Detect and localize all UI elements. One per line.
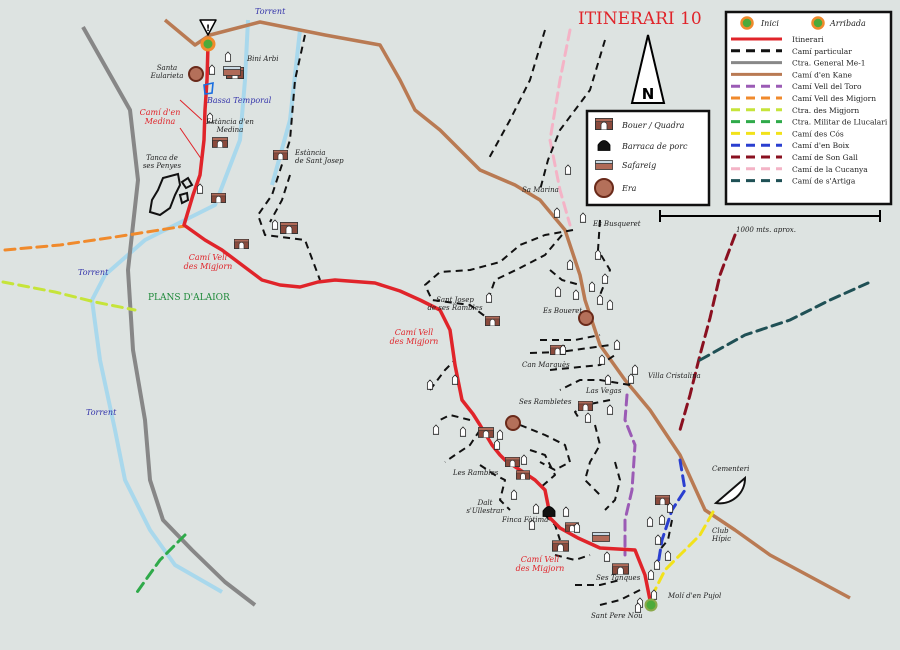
label-torrent-top: Torrent — [255, 7, 286, 16]
map-title: ITINERARI 10 — [578, 9, 702, 29]
warning-icon: ! — [199, 19, 217, 36]
legend-inici: Inici — [760, 19, 779, 28]
safareigs — [223, 66, 610, 542]
legend-route-3: Camí d'en Kane — [792, 70, 853, 79]
legend-symbol-0: Bouer / Quadra — [621, 121, 685, 130]
road-ctra-migjorn — [1, 280, 137, 312]
legend-route-5: Camí Vell des Migjorn — [792, 94, 876, 103]
road-artiga — [698, 281, 870, 362]
legend-route-7: Ctra. Militar de Llucalari — [792, 118, 888, 127]
label-es-busqueret: Es Busqueret — [592, 220, 641, 228]
north-label: N — [642, 85, 655, 103]
north-arrow: N — [630, 34, 666, 104]
cami-den-kane — [163, 18, 851, 600]
label-bassa-temporal: Bassa Temporal — [206, 96, 272, 105]
era-icon — [594, 178, 614, 198]
label-torrent-bottom: Torrent — [86, 408, 117, 417]
label-ses-ramblettes: Ses Rambletes — [519, 398, 572, 406]
barraques — [542, 506, 556, 517]
road-ctra-militar — [133, 533, 187, 597]
road-cos — [653, 510, 715, 592]
svg-text:!: ! — [206, 24, 210, 34]
legend-symbol-3: Era — [621, 184, 637, 193]
label-sant-pere-nou: Sant Pere Nou — [591, 612, 643, 620]
leader-lines — [179, 99, 203, 161]
legend-route-9: Camí d'en Boix — [792, 141, 850, 150]
legend-arribada: Arribada — [829, 19, 866, 28]
label-les-rambles: Les Rambles — [452, 469, 499, 477]
legend-route-1: Camí particular — [792, 47, 852, 56]
ctra-general-me1 — [81, 26, 257, 607]
symbol-legend: Bouer / Quadra Barraca de porc Safareig … — [585, 109, 711, 207]
arribada-icon — [811, 16, 825, 30]
eres — [188, 66, 594, 431]
legend-route-8: Camí des Cós — [792, 129, 844, 138]
label-es-boueret: Es Boueret — [542, 307, 582, 315]
bassa-temporal — [203, 81, 214, 95]
label-moli-pujol: Molí d'en Pujol — [667, 592, 721, 600]
label-villa-cristalina: Villa Cristalina — [648, 372, 701, 380]
legend-route-10: Camí de Son Gall — [792, 153, 858, 162]
legend-route-0: Itinerari — [792, 35, 824, 44]
tanca-ses-penyes — [148, 172, 194, 217]
safareig-icon — [595, 160, 613, 170]
cementeri-symbol — [713, 475, 747, 505]
road-son-gall — [678, 233, 737, 432]
start-marker — [200, 36, 216, 52]
scale-bar: 1000 mts. aprox. — [659, 210, 881, 234]
legend-route-2: Ctra. General Me-1 — [792, 59, 866, 68]
scale-label: 1000 mts. aprox. — [736, 226, 796, 234]
end-marker — [644, 598, 658, 612]
label-ses-tanques: Ses Tanques — [596, 574, 641, 582]
legend-route-11: Camí de la Cucanya — [792, 165, 868, 174]
road-vell-migjorn-orange — [3, 224, 187, 252]
label-plans-alaior: PLANS D'ALAIOR — [148, 293, 230, 303]
bouer-icon — [595, 118, 613, 130]
road-vell-toro — [623, 393, 637, 557]
inici-icon — [740, 16, 754, 30]
label-cementeri: Cementeri — [712, 465, 749, 473]
road-cucanya — [548, 28, 572, 227]
colored-roads — [1, 28, 870, 597]
label-torrent-left: Torrent — [78, 268, 109, 277]
legend-route-6: Ctra. des Migjorn — [792, 106, 859, 115]
legend-symbol-2: Safareig — [622, 161, 656, 170]
legend-symbol-1: Barraca de porc — [621, 142, 688, 151]
label-sa-marina: Sa Marina — [522, 186, 559, 194]
label-can-marques: Can Marquès — [522, 361, 570, 369]
legend-route-4: Camí Vell del Toro — [792, 82, 862, 91]
torrents — [90, 19, 302, 594]
label-las-vegas: Las Vegas — [585, 387, 622, 395]
legend-route-12: Camí de s'Artiga — [792, 177, 856, 186]
label-finca-fatima: Finca Fàtima — [501, 516, 548, 524]
label-bini-arbi: Bini Arbi — [246, 55, 278, 63]
